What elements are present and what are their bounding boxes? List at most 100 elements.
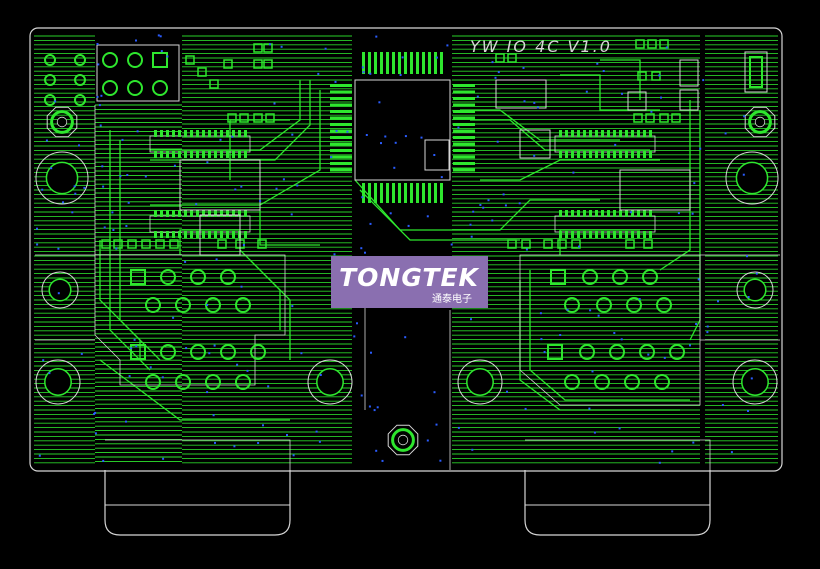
via: [482, 206, 485, 209]
chip-pin: [190, 231, 193, 238]
chip-pin: [571, 210, 574, 217]
mcu-pin: [453, 168, 475, 172]
via: [706, 331, 709, 334]
via: [597, 314, 600, 317]
chip-pin: [613, 151, 616, 158]
chip-pin: [208, 130, 211, 137]
via: [677, 212, 680, 215]
via: [362, 71, 365, 74]
vias: [36, 34, 758, 464]
chip-pin: [583, 151, 586, 158]
smd-pad: [127, 239, 137, 249]
via: [121, 138, 124, 141]
mcu-pin: [453, 149, 475, 152]
smd-pad: [643, 239, 653, 249]
via: [671, 450, 674, 453]
via: [742, 173, 745, 176]
via: [566, 308, 569, 311]
via: [699, 147, 702, 150]
via: [162, 457, 165, 460]
chip-pin: [244, 231, 247, 238]
mounting-hole-ring: [45, 161, 79, 195]
mcu-pin: [428, 52, 431, 74]
via: [721, 404, 724, 406]
chip-pin: [208, 151, 211, 158]
chip-pin: [244, 130, 247, 137]
chip-pin: [184, 210, 187, 217]
chip-pin: [643, 231, 646, 238]
chip-pin: [226, 130, 229, 137]
via: [393, 166, 396, 169]
octagon-pad-drill: [754, 116, 766, 128]
mcu-pin: [330, 116, 352, 120]
chip-pin: [202, 130, 205, 137]
via: [620, 338, 623, 341]
chip-pin: [625, 130, 628, 137]
via: [315, 430, 318, 433]
chip-pin: [214, 231, 217, 238]
mcu-pin: [453, 116, 475, 120]
mcu-pin: [386, 183, 389, 203]
mcu-pin: [330, 110, 352, 113]
logo-subtitle: 通泰电子: [432, 292, 472, 305]
via: [368, 405, 371, 408]
via: [240, 285, 243, 288]
via: [45, 139, 48, 142]
via: [504, 204, 507, 207]
via: [457, 426, 460, 429]
via: [286, 434, 288, 436]
chip-pin: [649, 231, 652, 238]
via: [93, 412, 96, 415]
mcu-pin: [362, 52, 365, 74]
via: [450, 243, 453, 246]
connector-pad: [654, 374, 670, 390]
via: [159, 35, 162, 38]
smd-pad: [223, 59, 233, 69]
header-pad-square: [152, 52, 168, 68]
chip-body: [149, 135, 251, 153]
chip-pin: [637, 130, 640, 137]
routed-trace: [249, 259, 291, 360]
mcu-pin: [392, 52, 395, 74]
via: [479, 204, 482, 206]
via: [660, 96, 662, 99]
via: [747, 296, 750, 298]
chip-pin: [559, 231, 562, 238]
via: [212, 414, 215, 417]
via: [112, 229, 115, 231]
via: [470, 318, 472, 321]
chip-pin: [190, 151, 193, 158]
mcu-pin: [392, 183, 395, 203]
component-outline: [495, 79, 547, 109]
via: [689, 344, 691, 347]
via: [638, 298, 641, 301]
chip-pin: [214, 210, 217, 217]
via: [596, 62, 599, 65]
via: [404, 336, 407, 339]
mounting-hole-ring: [741, 368, 769, 396]
mcu-pin: [330, 155, 352, 159]
connector-pad: [642, 269, 658, 285]
via: [214, 441, 216, 444]
smd-pad: [671, 113, 681, 123]
smd-pad: [625, 239, 635, 249]
chip-pin: [577, 151, 580, 158]
smd-pad: [169, 239, 179, 249]
zone-outline: [525, 439, 711, 470]
routed-trace: [659, 100, 691, 271]
smd-pad: [155, 239, 165, 249]
via: [206, 304, 209, 306]
chip-pin: [631, 151, 634, 158]
smd-pad: [217, 239, 227, 249]
via: [750, 377, 753, 380]
via: [543, 351, 546, 353]
connector-pad: [220, 344, 236, 360]
via: [334, 80, 337, 83]
chip-pin: [631, 130, 634, 137]
via: [578, 245, 580, 248]
smd-pad: [141, 239, 151, 249]
via: [291, 305, 294, 308]
chip-pin: [238, 130, 241, 137]
